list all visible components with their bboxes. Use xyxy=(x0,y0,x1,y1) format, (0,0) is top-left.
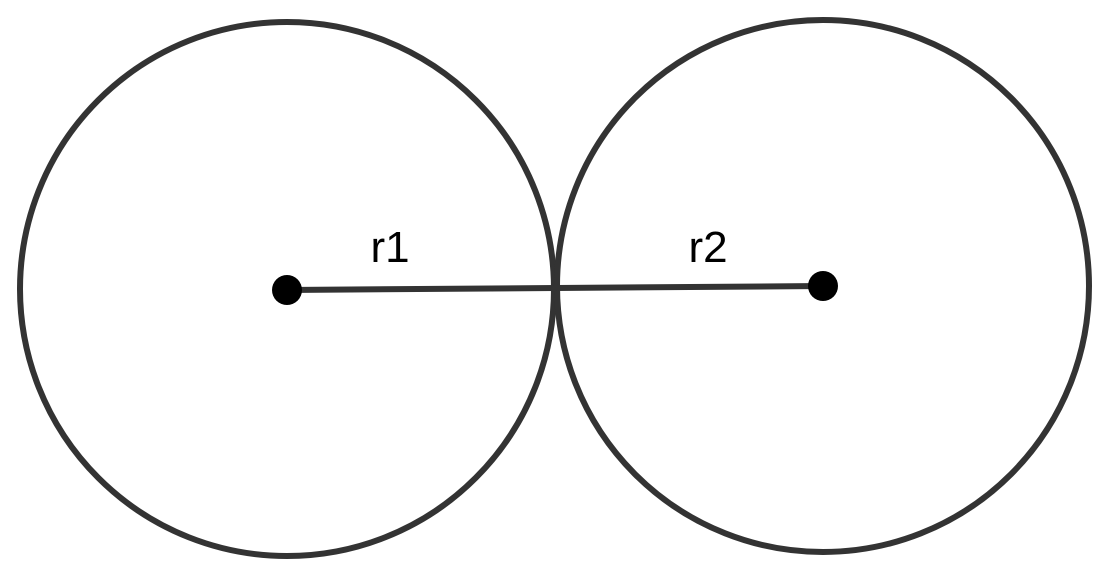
label-r1: r1 xyxy=(370,223,409,272)
radius-line xyxy=(286,283,824,293)
label-r2: r2 xyxy=(688,223,727,272)
left-center-point xyxy=(272,275,302,305)
right-center-point xyxy=(808,271,838,301)
